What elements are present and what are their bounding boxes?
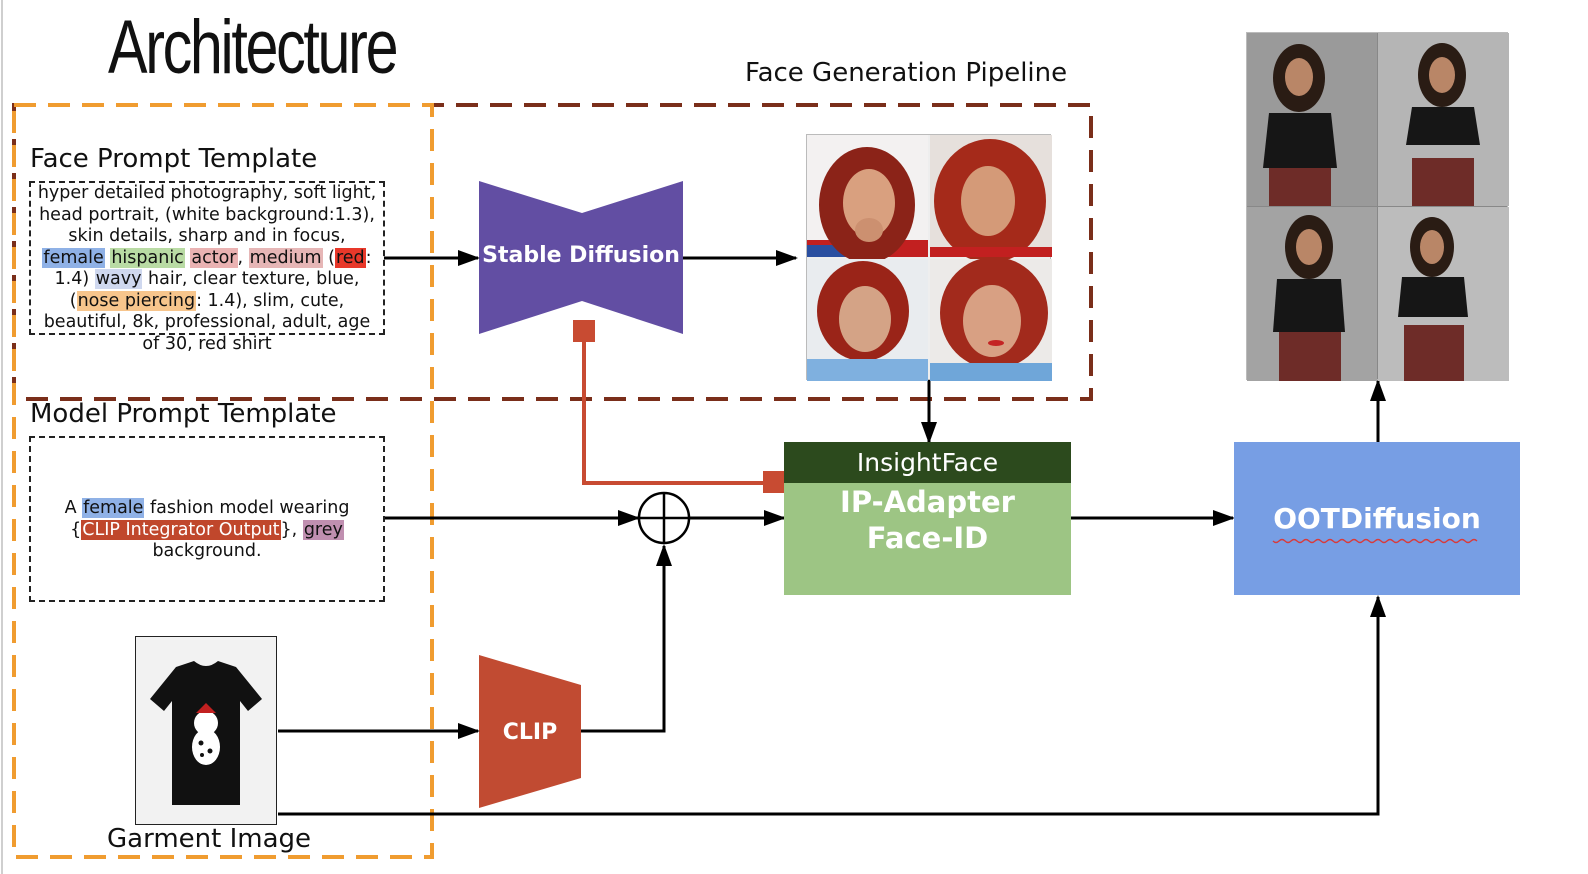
face-prompt-label: Face Prompt Template (30, 144, 318, 174)
face-prompt-segment-12: hair, clear texture, blue, ( (69, 269, 360, 311)
face-prompt-segment-11: wavy (94, 269, 143, 289)
ootdiffusion-block (1234, 442, 1520, 595)
arrow-garment-to-oot (278, 595, 1386, 816)
face-prompt-segment-7: medium (248, 247, 323, 268)
face-prompt-segment-5: actor (190, 247, 238, 268)
face-image-4 (930, 257, 1052, 381)
clip-shape (479, 655, 581, 808)
ip-adapter-block (784, 483, 1071, 595)
face-prompt-segment-10: : 1.4) (54, 247, 372, 290)
page-title: Architecture (108, 5, 399, 90)
face-prompt-segment-0: hyper detailed photography, soft light, … (37, 183, 377, 246)
tshirt-icon (150, 661, 262, 805)
ip-connector-square (763, 471, 785, 493)
output-images-grid (1246, 32, 1509, 381)
model-prompt-segment-2: fashion model wearing { (70, 498, 350, 540)
output-image-1 (1247, 33, 1377, 206)
output-image-4 (1378, 207, 1509, 381)
sd-connector-square (573, 320, 595, 342)
spellcheck-squiggle (1272, 538, 1478, 544)
model-prompt-label: Model Prompt Template (30, 399, 337, 429)
face-prompt-segment-1: female (42, 247, 105, 268)
face-prompt-segment-3: hispanic (110, 247, 185, 268)
ip-adapter-label-line2: Face-ID (866, 521, 989, 555)
clip-label: CLIP (502, 720, 558, 745)
model-prompt-segment-4: }, (280, 519, 303, 540)
sd-connector-line (582, 342, 765, 485)
arrow-clip-to-sum (581, 544, 672, 733)
insightface-block (784, 442, 1071, 483)
ootdiffusion-label: OOTDiffusion (1273, 502, 1481, 535)
model-prompt-segment-1: female (82, 498, 145, 518)
output-image-2 (1378, 33, 1509, 206)
model-prompt-segment-3: CLIP Integrator Output (81, 519, 281, 540)
face-prompt-segment-8: ( (322, 247, 335, 268)
face-prompt-segment-6: , (237, 247, 249, 268)
stable-diffusion-label: Stable Diffusion (482, 243, 680, 268)
ip-adapter-label-line1: IP-Adapter (840, 485, 1015, 519)
model-prompt-segment-0: A (64, 498, 83, 518)
face-prompt-box: hyper detailed photography, soft light, … (29, 181, 385, 354)
garment-image (135, 636, 277, 825)
face-prompt-segment-14: : 1.4), slim, cute, beautiful, 8k, profe… (43, 290, 371, 354)
model-prompt-box: A female fashion model wearing {CLIP Int… (29, 436, 385, 602)
output-image-3 (1247, 207, 1377, 381)
model-prompt-segment-6: background. (152, 541, 262, 561)
stable-diffusion-shape (479, 181, 683, 334)
garment-label: Garment Image (107, 824, 312, 854)
face-image-2 (930, 135, 1052, 263)
pipeline-label: Face Generation Pipeline (745, 58, 1068, 88)
model-prompt-segment-5: grey (302, 519, 344, 540)
face-prompt-segment-13: nose piercing (76, 290, 197, 311)
face-prompt-segment-9: red (334, 247, 366, 268)
face-image-3 (807, 259, 928, 381)
face-image-1 (807, 135, 928, 263)
template-region-border (12, 103, 434, 859)
insightface-label: InsightFace (856, 448, 999, 477)
generated-faces-grid (806, 134, 1052, 381)
